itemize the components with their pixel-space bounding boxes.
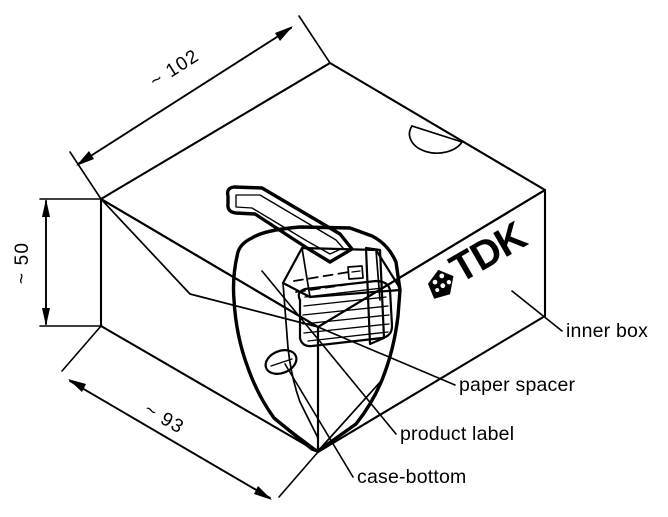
- dimension-102: ~ 102: [69, 15, 331, 200]
- thumb-notch-arc: [408, 125, 463, 154]
- case-bottom-hole: [264, 349, 298, 375]
- inner-box-left-bevel: [100, 198, 319, 328]
- callout-paper-spacer-label: paper spacer: [459, 374, 576, 396]
- product-label-boss: [347, 265, 364, 280]
- paper-spacer-inner-fold: [235, 194, 344, 255]
- inner-box-carton: [99, 61, 547, 454]
- product-assembly: [225, 185, 402, 453]
- product-top-deck-right-edge: [375, 249, 381, 301]
- dim-50-arrow-top: [42, 199, 50, 217]
- product-label-rib-4: [302, 314, 390, 325]
- callouts-group: inner box paper spacer product label cas…: [261, 270, 648, 488]
- product-label-rib-5: [303, 323, 390, 334]
- paper-spacer-outline: [225, 185, 354, 264]
- dim-102-arrow-right: [275, 26, 293, 41]
- dim-93-arrow-top: [68, 379, 86, 392]
- tdk-brand-group: TDK: [427, 213, 534, 299]
- case-bottom: [231, 225, 402, 453]
- product-label-rib-1: [304, 287, 384, 298]
- case-bottom-right-seam: [317, 379, 383, 452]
- product-label-boss-tick: [351, 270, 361, 273]
- product-label-rib-2: [303, 296, 387, 307]
- hidden-edge-lower: [295, 284, 345, 293]
- dim-102-ext-right: [298, 15, 331, 64]
- case-bottom-hole-rib: [270, 358, 293, 367]
- leader-case-bottom: [284, 363, 354, 478]
- callout-inner-box-label: inner box: [566, 320, 648, 342]
- dim-50-text: ~ 50: [12, 242, 33, 284]
- leader-paper-spacer: [317, 326, 456, 386]
- paper-spacer: [225, 185, 354, 264]
- inner-box-right-face: [316, 188, 547, 454]
- leader-inner-box: [511, 290, 563, 332]
- product-divider-bar: [364, 246, 386, 346]
- case-bottom-lower-seam: [273, 417, 319, 452]
- hidden-edge-upper: [293, 271, 350, 282]
- dim-50-arrow-bottom: [42, 308, 50, 326]
- dim-93-line: [69, 380, 271, 499]
- product-label-rib-3: [302, 305, 389, 316]
- dim-93-arrow-bottom: [254, 486, 272, 500]
- case-bottom-front-edge: [282, 282, 319, 439]
- tdk-diamond-mark: [427, 269, 454, 299]
- dim-102-text: ~ 102: [146, 45, 203, 92]
- dim-93-text: ~ 93: [141, 399, 188, 438]
- dimension-93: ~ 93: [61, 325, 319, 500]
- dimension-50: ~ 50: [12, 198, 102, 327]
- callout-product-label-label: product label: [400, 423, 514, 445]
- leader-product-label: [261, 270, 397, 435]
- product-label-rib-6: [307, 331, 389, 342]
- dim-93-ext-top: [61, 325, 102, 372]
- dim-102-arrow-left: [76, 151, 94, 166]
- thumb-notch-chord: [411, 125, 463, 143]
- dim-93-ext-bottom: [278, 451, 319, 498]
- callout-case-bottom-label: case-bottom: [357, 466, 467, 488]
- dim-102-ext-left: [69, 151, 102, 200]
- dim-102-line: [77, 27, 292, 165]
